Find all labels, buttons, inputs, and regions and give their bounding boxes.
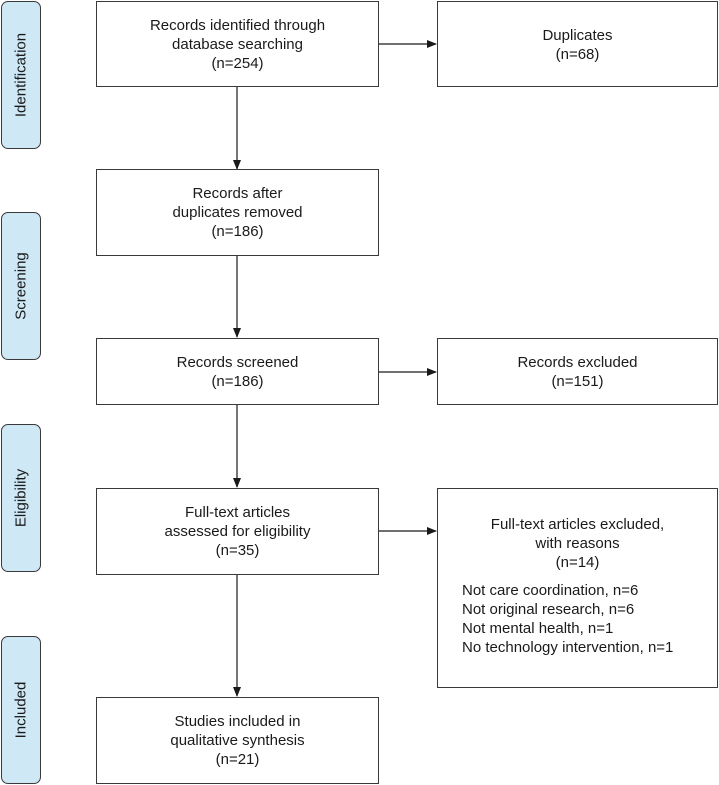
box-records-screened: Records screened (n=186) — [96, 338, 379, 405]
after-duplicates-count: (n=186) — [211, 223, 264, 240]
fulltext-assessed-line-1: Full-text articles — [184, 504, 291, 521]
fulltext-excluded-line-1: Full-text articles excluded, — [490, 516, 665, 533]
phase-identification: Identification — [1, 1, 41, 149]
records-excluded-count: (n=151) — [551, 372, 604, 390]
after-duplicates-line-2: duplicates removed — [172, 204, 303, 221]
after-duplicates-line-1: Records after — [192, 185, 283, 202]
fulltext-assessed-line-2: assessed for eligibility — [164, 523, 311, 540]
records-identified-line-2: database searching — [172, 35, 303, 53]
records-identified-count: (n=254) — [211, 54, 264, 72]
box-studies-included: Studies included in qualitative synthesi… — [96, 697, 379, 784]
box-records-after-duplicates: Records after duplicates removed (n=186) — [96, 169, 379, 256]
phase-eligibility: Eligibility — [1, 424, 41, 572]
studies-included-line-2: qualitative synthesis — [170, 732, 305, 749]
exclusion-reasons-list: Not care coordination, n=6 Not original … — [438, 581, 717, 657]
box-records-excluded: Records excluded (n=151) — [437, 338, 718, 405]
records-identified-line-1: Records identified through — [149, 16, 326, 34]
box-fulltext-assessed: Full-text articles assessed for eligibil… — [96, 488, 379, 575]
studies-included-count: (n=21) — [215, 751, 260, 768]
fulltext-assessed-count: (n=35) — [215, 542, 260, 559]
exclusion-reason: Not care coordination, n=6 — [462, 582, 639, 599]
box-fulltext-excluded: Full-text articles excluded, with reason… — [437, 488, 718, 688]
fulltext-excluded-count: (n=14) — [555, 554, 600, 571]
duplicates-label: Duplicates — [542, 27, 613, 44]
records-screened-count: (n=186) — [211, 372, 264, 390]
duplicates-count: (n=68) — [555, 46, 600, 63]
exclusion-reason: Not original research, n=6 — [462, 601, 635, 618]
exclusion-reason: No technology intervention, n=1 — [462, 639, 674, 656]
studies-included-line-1: Studies included in — [174, 713, 301, 730]
phase-included: Included — [1, 636, 41, 784]
exclusion-reason: Not mental health, n=1 — [462, 620, 614, 637]
box-records-identified: Records identified through database sear… — [96, 1, 379, 87]
records-excluded-label: Records excluded — [517, 353, 638, 371]
fulltext-excluded-line-2: with reasons — [535, 535, 620, 552]
box-duplicates: Duplicates (n=68) — [437, 1, 718, 87]
phase-screening: Screening — [1, 212, 41, 360]
records-screened-label: Records screened — [176, 353, 299, 371]
